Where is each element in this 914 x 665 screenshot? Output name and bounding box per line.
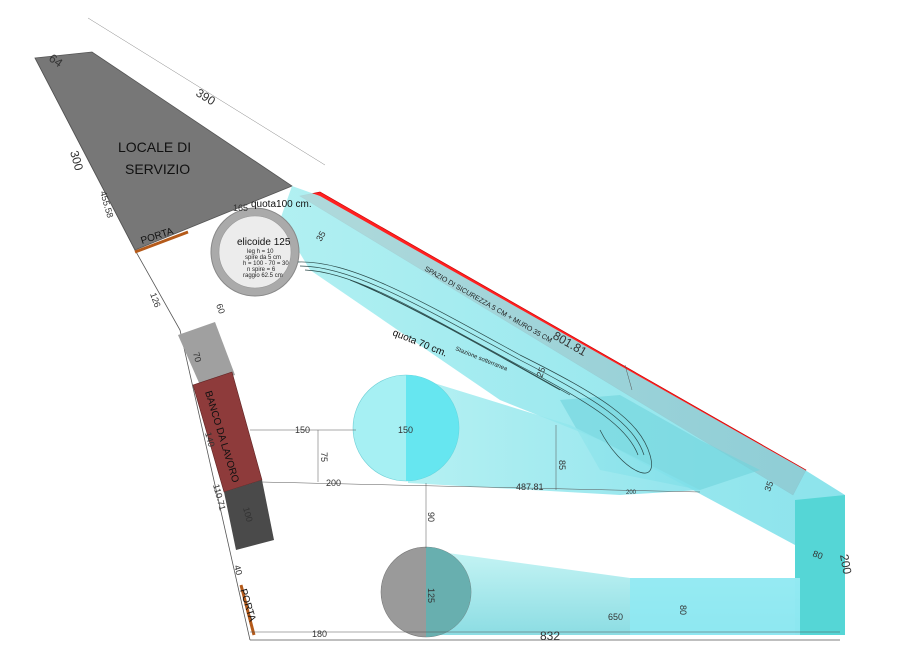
helix-note-5: raggio 62.5 cm <box>243 273 283 279</box>
level-top-label: quota100 cm. <box>251 199 312 210</box>
dim-200c: 200 <box>837 553 854 575</box>
service-room-label-1: LOCALE DI <box>118 139 191 155</box>
dim-35b: 35 <box>762 480 775 493</box>
right-vertical-band[interactable] <box>795 495 845 635</box>
helix-note-4: n spire = 6 <box>247 267 276 273</box>
dim-200b: 200 <box>626 490 637 496</box>
dim-650: 650 <box>608 612 623 622</box>
helix-label: elicoide 125 <box>237 237 291 248</box>
dim-70: 70 <box>191 351 203 363</box>
dim-40: 40 <box>232 564 244 576</box>
dim-80a: 80 <box>678 605 688 615</box>
room-wall-left <box>34 57 251 641</box>
bottom-turnaround-half <box>426 547 471 637</box>
dim-150a: 150 <box>295 425 310 435</box>
dim-150b: 150 <box>398 425 413 435</box>
middle-turnaround-half <box>406 375 459 481</box>
dim-200a: 200 <box>326 478 341 488</box>
helix-note-2: spire da 5 cm <box>245 255 281 261</box>
dim-90: 90 <box>426 512 436 522</box>
helix-connector <box>178 322 235 385</box>
workbench-end <box>224 480 274 550</box>
dim-832: 832 <box>540 629 560 643</box>
dimension-lines <box>250 364 840 633</box>
dim-85: 85 <box>557 460 567 470</box>
dim-165: 165 <box>233 203 248 213</box>
dim-125: 125 <box>426 588 436 603</box>
dim-80b: 80 <box>811 548 824 561</box>
dim-300: 300 <box>67 149 86 172</box>
dim-100a: 100 <box>241 506 255 523</box>
track-lines <box>297 261 652 474</box>
dim-180: 180 <box>312 629 327 639</box>
service-room-label-2: SERVIZIO <box>125 161 190 177</box>
helix-inner <box>218 215 292 289</box>
dim-25: 25 <box>534 366 547 379</box>
dim-390: 390 <box>193 86 218 109</box>
door-top[interactable] <box>134 230 189 254</box>
dim-140: 140 <box>203 431 217 448</box>
door-bottom-label: PORTA <box>237 588 257 624</box>
dim-126: 126 <box>148 291 163 309</box>
helix-note-3: h = 100 - 70 = 30 <box>243 261 289 267</box>
dim-60: 60 <box>214 302 227 315</box>
dim-line-390 <box>87 17 326 166</box>
dim-487: 487.81 <box>516 482 544 492</box>
helix-note-1: leg h = 10 <box>247 249 274 255</box>
bottom-track-band-right <box>630 578 800 635</box>
dim-35: 35 <box>314 229 328 243</box>
door-bottom[interactable] <box>239 584 256 636</box>
dim-75: 75 <box>319 452 329 462</box>
